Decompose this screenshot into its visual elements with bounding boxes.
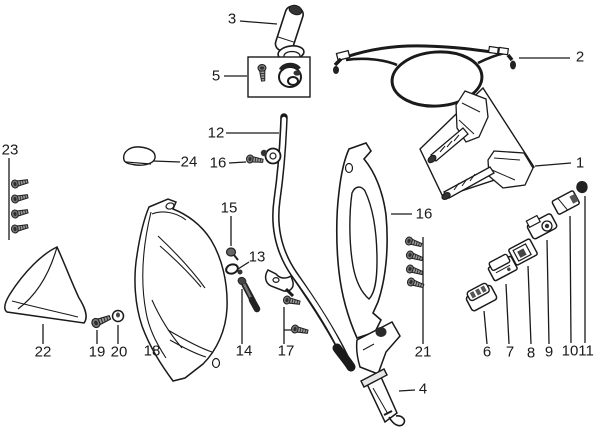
throttle-cable	[333, 44, 516, 108]
callout-16-bracket: 16	[415, 205, 433, 223]
callout-21: 21	[414, 343, 432, 361]
callout-11: 11	[578, 342, 594, 360]
nut-15	[225, 247, 239, 261]
hook-ring-13	[225, 263, 243, 275]
front-cover-panel	[134, 198, 228, 382]
callout-15: 15	[220, 199, 238, 217]
switch-10	[551, 190, 580, 215]
callout-5: 5	[211, 67, 221, 85]
bolt-19	[89, 312, 113, 330]
callout-20: 20	[110, 343, 128, 361]
callout-14: 14	[235, 342, 253, 360]
pipe-bracket	[264, 269, 295, 298]
callout-13: 13	[248, 248, 266, 266]
callout-2: 2	[575, 48, 585, 66]
grease-tube	[360, 368, 406, 427]
throttle-grip-pipe	[274, 4, 305, 62]
callout-23: 23	[1, 141, 19, 159]
pipe-clamp	[260, 147, 282, 165]
callout-12: 12	[207, 124, 225, 142]
steering-pipe	[272, 113, 356, 372]
callout-9: 9	[544, 343, 554, 361]
callout-1: 1	[575, 154, 585, 172]
callout-16-screw: 16	[209, 154, 227, 172]
mirror-set-box	[419, 86, 536, 200]
callout-8: 8	[526, 344, 536, 362]
screws-23	[10, 176, 30, 235]
callout-6: 6	[482, 343, 492, 361]
callout-19: 19	[88, 343, 106, 361]
screw-16	[245, 154, 264, 166]
center-bracket	[335, 142, 401, 375]
switch-9	[525, 213, 558, 240]
front-cowl	[4, 246, 87, 324]
callout-10: 10	[561, 342, 579, 360]
callout-7: 7	[505, 343, 515, 361]
switch-8	[508, 238, 538, 266]
switch-6	[465, 282, 498, 312]
cable-guide-box	[247, 56, 311, 98]
callout-3: 3	[227, 10, 237, 28]
callout-18: 18	[143, 342, 161, 360]
lens	[123, 146, 156, 166]
cap-11	[576, 181, 588, 194]
callout-22: 22	[34, 343, 52, 361]
flange-nut-20	[111, 309, 125, 323]
callout-4: 4	[418, 380, 428, 398]
callout-17: 17	[277, 342, 295, 360]
bolt-14	[237, 276, 261, 313]
screws-21	[403, 235, 426, 291]
callout-24: 24	[180, 153, 198, 171]
